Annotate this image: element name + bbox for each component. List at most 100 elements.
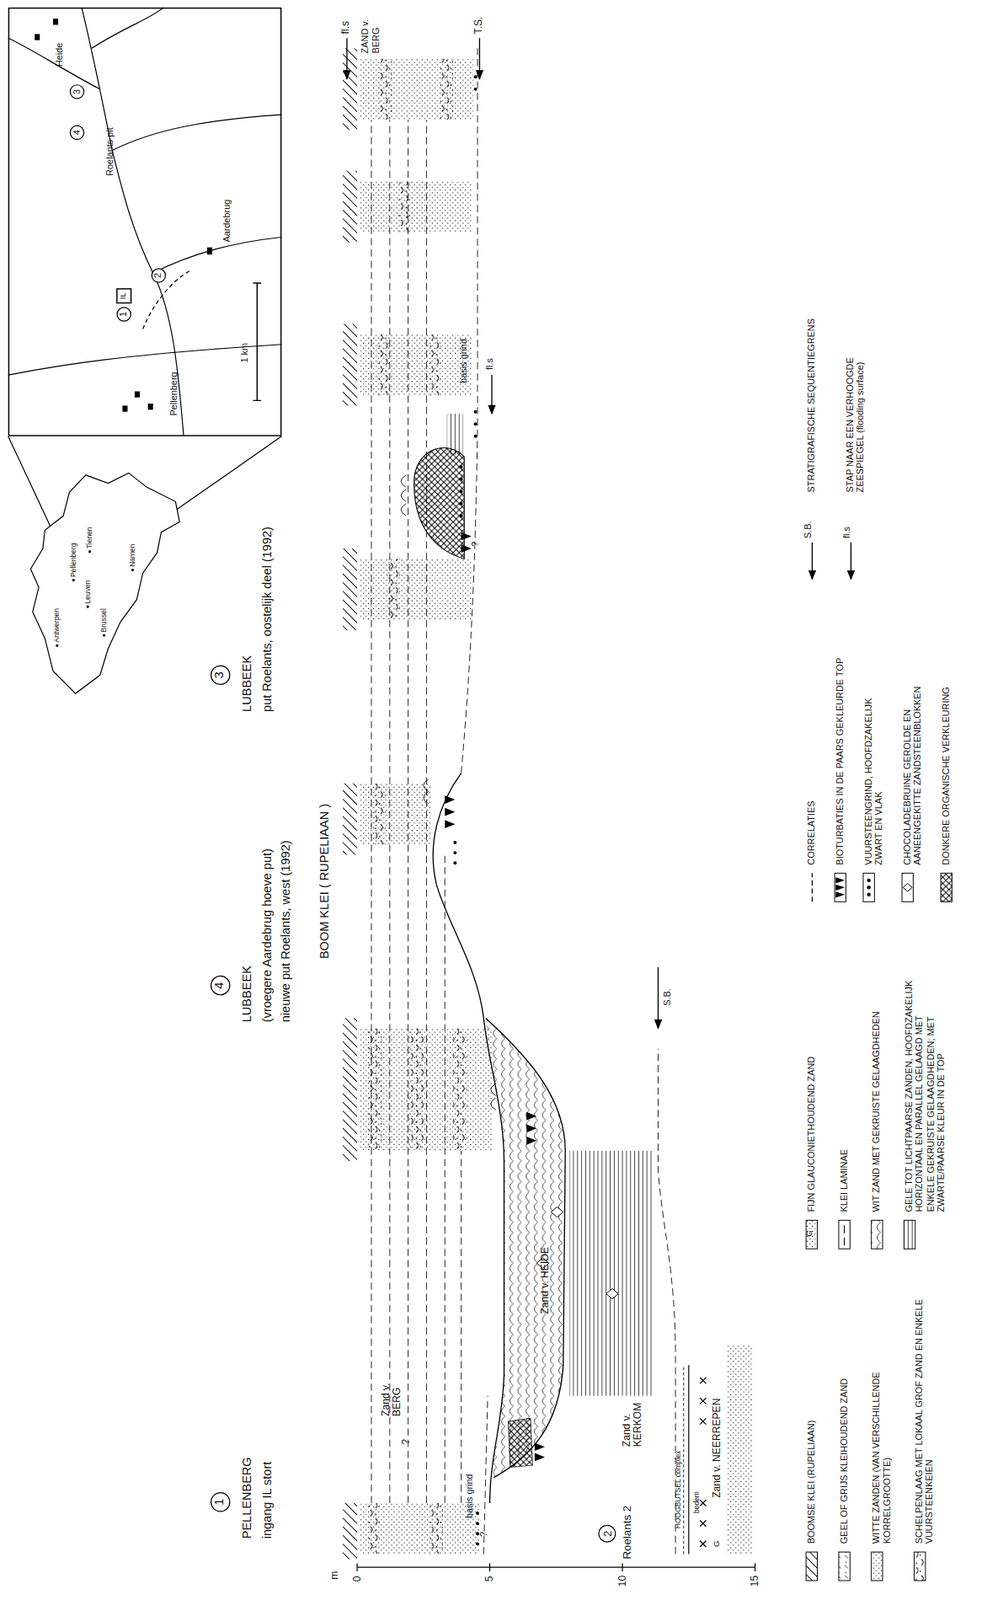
box-outline bbox=[117, 288, 132, 304]
map-buildings bbox=[122, 405, 128, 411]
column-number: 1 bbox=[210, 1491, 231, 1512]
heide-channel bbox=[432, 773, 653, 1503]
legend-sample bbox=[901, 872, 913, 902]
axis-tick: 15 bbox=[748, 1574, 760, 1586]
site-number: 3 bbox=[69, 84, 85, 100]
city-dot bbox=[131, 568, 134, 571]
place-name: Brussel bbox=[100, 608, 108, 632]
boom-clay-bands bbox=[342, 783, 358, 855]
place-name: Antwerpen bbox=[53, 608, 61, 643]
legend-sample bbox=[914, 1551, 926, 1580]
column-title: PELLENBERG bbox=[240, 1456, 255, 1538]
berg-sand-columns bbox=[358, 1502, 480, 1554]
boom-clay-bands bbox=[342, 324, 358, 406]
map-buildings bbox=[148, 403, 154, 410]
gravel-dot bbox=[866, 885, 870, 889]
circle-outline bbox=[598, 1524, 616, 1542]
place-name: Heide bbox=[54, 42, 65, 67]
legend-text: STRATIGRAFISCHE SEQUENTIEGRENS bbox=[805, 267, 817, 493]
city-dot bbox=[88, 549, 91, 553]
map-buildings bbox=[53, 18, 59, 25]
depth-scale bbox=[357, 1562, 756, 1571]
surface-label: fl.s bbox=[339, 21, 351, 34]
legend-swatch bbox=[914, 1551, 926, 1580]
bioturbation-marks bbox=[444, 532, 545, 1462]
column-subtitle: ingang IL stort bbox=[261, 1461, 275, 1539]
circle-outline bbox=[117, 307, 131, 321]
legend-swatch bbox=[903, 1219, 915, 1249]
unit-name: BOOM KLEI ( RUPELIAAN ) bbox=[318, 803, 332, 959]
laminae-mark bbox=[843, 1224, 845, 1245]
correlation-lines bbox=[657, 1048, 676, 1554]
column-title: LUBBEEK bbox=[240, 655, 255, 712]
circle-outline bbox=[211, 975, 230, 994]
node-number: 1 bbox=[210, 1491, 231, 1512]
bioturbation-marks bbox=[444, 794, 455, 828]
query-mark: ? bbox=[479, 1531, 490, 1537]
correlation-sample bbox=[811, 872, 813, 902]
query-mark: ? bbox=[471, 541, 482, 547]
box-outline bbox=[8, 8, 281, 436]
legend-text: DONKERE ORGANISCHE VERKLEURING bbox=[940, 599, 952, 865]
boom-clay-bands bbox=[342, 48, 358, 130]
column-subtitle: put Roelants, oostelijk deel (1992) bbox=[261, 526, 275, 712]
surface-arrows bbox=[657, 966, 659, 1029]
block-mark bbox=[902, 882, 913, 891]
correlation-lines bbox=[483, 1395, 488, 1554]
site-number: 1 bbox=[116, 306, 132, 322]
surface-arrows bbox=[346, 37, 347, 79]
legend-sample bbox=[850, 542, 852, 580]
flint-gravel bbox=[474, 74, 478, 79]
flint-gravel bbox=[475, 1531, 480, 1535]
location-map-roads bbox=[91, 7, 164, 49]
legend-sample bbox=[838, 1551, 850, 1580]
place-name: Pellenberg bbox=[169, 371, 180, 416]
node-number: 2 bbox=[150, 267, 166, 283]
legend-swatch bbox=[838, 1551, 850, 1580]
shell-layers bbox=[438, 58, 454, 120]
place-name: Tienen bbox=[85, 526, 94, 549]
berg-sand-columns bbox=[358, 334, 471, 396]
organic-lens bbox=[414, 448, 465, 560]
unit-name: Zand v. HEIDE bbox=[538, 1246, 550, 1314]
legend-swatch bbox=[871, 1219, 883, 1249]
axis-tick: 10 bbox=[616, 1574, 628, 1586]
legend-text: STAP NAAR EEN VERHOOGDE ZEESPIEGEL (floo… bbox=[844, 318, 866, 492]
legend-sample bbox=[871, 1551, 883, 1580]
site-number: 4 bbox=[69, 124, 85, 140]
flint-gravel bbox=[474, 421, 478, 426]
surface-label: S.B. bbox=[663, 987, 674, 1006]
flint-gravel bbox=[475, 1510, 480, 1515]
berg-sand-columns bbox=[358, 58, 474, 120]
heide-channel bbox=[569, 1150, 653, 1396]
surface-arrows bbox=[346, 37, 659, 1028]
berg-sand-columns bbox=[358, 783, 431, 845]
depth-scale bbox=[356, 1562, 358, 1571]
location-map-roads bbox=[112, 114, 282, 150]
city-dot bbox=[55, 644, 59, 647]
legend-swatch bbox=[940, 872, 952, 902]
unit-name: Zand v. KERKOM bbox=[620, 1395, 644, 1447]
correlation-lines bbox=[426, 119, 427, 1503]
legend-text: SCHELPENLAAG MET LOKAAL GROF ZAND EN ENK… bbox=[914, 1267, 936, 1543]
flint-gravel bbox=[475, 1520, 480, 1525]
node-number: 3 bbox=[69, 84, 85, 100]
roelants-2-base bbox=[682, 1364, 684, 1553]
correlation-lines bbox=[371, 119, 373, 1503]
surface-arrow bbox=[850, 542, 852, 580]
gravel-dot bbox=[866, 892, 870, 897]
heide-channel bbox=[485, 1017, 566, 1477]
legend-text: WITTE ZANDEN (VAN VERSCHILLENDE KORRELGR… bbox=[871, 1339, 893, 1543]
place-name: Aardebrug bbox=[222, 199, 233, 243]
legend-sample bbox=[838, 1219, 850, 1249]
flint-gravel bbox=[453, 74, 480, 1545]
axis-tick: 5 bbox=[483, 1574, 495, 1581]
location-map-roads bbox=[252, 282, 262, 401]
map-buildings bbox=[134, 390, 140, 397]
depth-scale bbox=[754, 1562, 756, 1571]
boom-clay-bands bbox=[342, 548, 358, 630]
unit-name: Zand v. BERG bbox=[379, 1366, 403, 1416]
surface-label: T.S. bbox=[472, 16, 484, 35]
organic-lens bbox=[447, 413, 464, 454]
